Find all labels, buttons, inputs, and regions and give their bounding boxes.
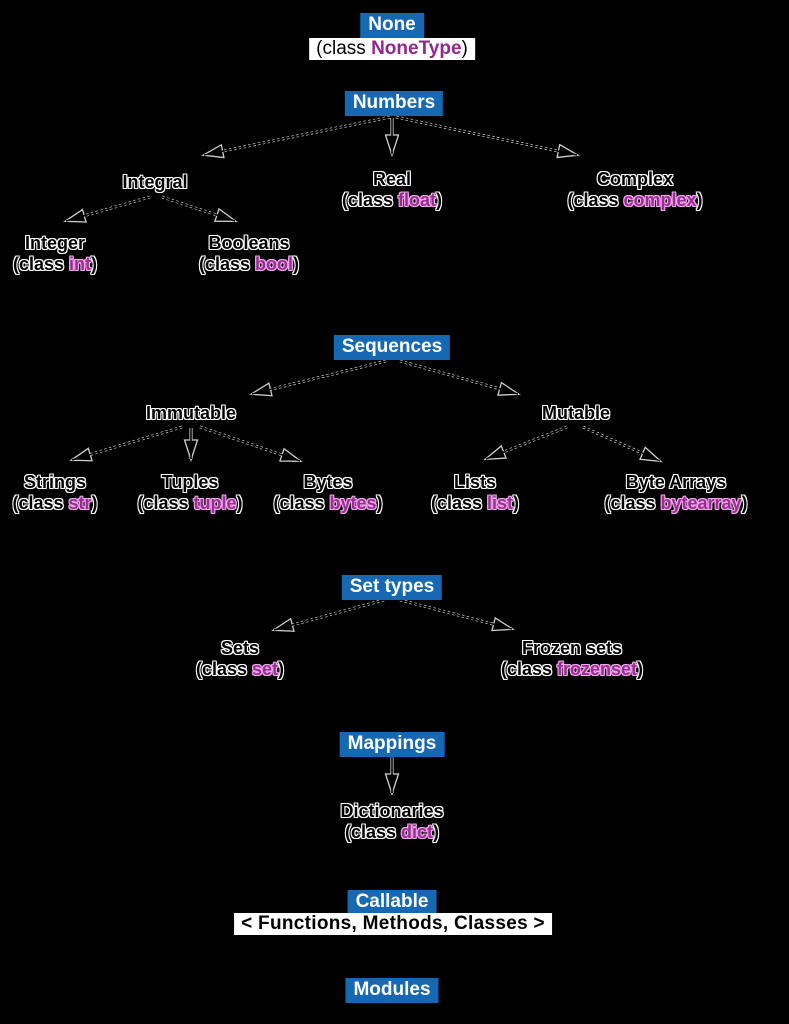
node-class: (class bool) [198,254,300,274]
node-mutable: Mutable [542,403,610,424]
node-title: Byte Arrays [625,472,727,492]
section-mappings-label: Mappings [347,733,437,754]
node-strings: Strings (class str) [12,472,97,514]
node-title: Sets [220,638,260,658]
nonetype-strip: (class NoneType) [309,38,475,60]
edge-integral-booleans [161,195,238,223]
node-title: Lists [453,472,496,492]
section-set-types-label: Set types [349,576,435,597]
node-complex: Complex (class complex) [567,169,702,211]
node-frozen-sets: Frozen sets (class frozenset) [501,638,643,680]
edge-integral-integer [63,195,151,223]
node-integer: Integer (class int) [13,233,97,275]
node-title: Integer [24,233,86,253]
edge-immutable-bytes [199,425,303,463]
section-set-types: Set types [341,575,443,600]
node-title: Dictionaries [340,801,444,821]
node-integral: Integral [122,172,187,193]
node-title: Tuples [161,472,219,492]
node-class: (class frozenset) [500,659,644,679]
callable-note: < Functions, Methods, Classes > [234,913,552,935]
edge-numbers-complex [395,115,581,159]
edge-immutable-strings [69,425,183,462]
node-class: (class str) [12,493,98,513]
node-class: (class float) [341,190,443,210]
node-dictionaries: Dictionaries (class dict) [340,801,443,843]
node-title: Real [372,169,412,189]
class-prefix: (class [316,38,372,59]
edge-sequences-mutable [399,359,521,396]
node-class: (class dict) [344,822,440,842]
section-modules: Modules [345,978,439,1003]
edge-numbers-integral [200,115,391,159]
edge-set-types-frozen-sets [399,598,516,632]
class-suffix: ) [461,38,468,59]
node-sets: Sets (class set) [196,638,284,680]
node-immutable: Immutable [146,403,236,424]
edge-set-types-sets [271,598,385,632]
node-class: (class bytearray) [604,493,748,513]
section-callable-label: Callable [355,891,429,912]
node-title: Integral [122,172,188,192]
node-tuples: Tuples (class tuple) [137,472,242,514]
node-class: (class set) [195,659,285,679]
node-class: (class tuple) [137,493,243,513]
node-title: Booleans [208,233,290,253]
node-title: Immutable [145,403,237,423]
section-numbers-label: Numbers [352,92,436,113]
section-none-label: None [368,14,416,35]
edge-mutable-byte-arrays [582,425,663,463]
node-class: (class list) [430,493,520,513]
node-bytes: Bytes (class bytes) [273,472,382,514]
node-class: (class bytes) [273,493,383,513]
section-callable: Callable [347,890,437,915]
node-class: (class int) [12,254,98,274]
node-title: Frozen sets [521,638,623,658]
edge-mutable-lists [483,425,568,461]
node-title: Bytes [303,472,353,492]
node-real: Real (class float) [342,169,442,211]
class-name: NoneType [371,38,462,59]
section-numbers: Numbers [344,91,444,116]
node-title: Strings [23,472,86,492]
edge-sequences-immutable [248,359,387,397]
section-modules-label: Modules [353,979,431,1000]
section-mappings: Mappings [339,732,445,757]
node-title: Complex [596,169,674,189]
node-booleans: Booleans (class bool) [199,233,299,275]
node-class: (class complex) [567,190,703,210]
node-title: Mutable [541,403,611,423]
section-sequences-label: Sequences [341,336,443,357]
section-sequences: Sequences [333,335,451,360]
node-byte-arrays: Byte Arrays (class bytearray) [604,472,747,514]
section-none: None [360,13,424,38]
node-lists: Lists (class list) [431,472,519,514]
